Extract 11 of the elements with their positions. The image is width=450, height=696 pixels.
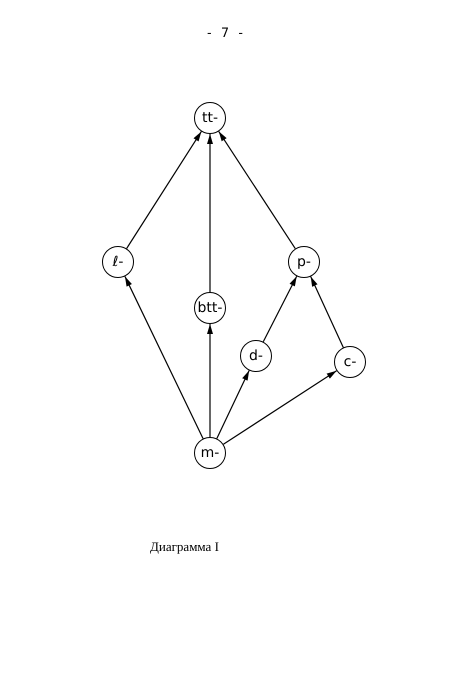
arrow xyxy=(262,276,298,342)
arrow xyxy=(218,131,296,249)
arrow xyxy=(124,276,204,439)
caption: Диаграмма I xyxy=(150,538,219,556)
page-number: - 7 - xyxy=(204,25,246,43)
arrow xyxy=(207,134,213,292)
arrow xyxy=(216,370,250,439)
arrow xyxy=(310,276,344,348)
arrow xyxy=(223,370,337,445)
arrow xyxy=(207,324,213,437)
arrow xyxy=(126,131,202,249)
